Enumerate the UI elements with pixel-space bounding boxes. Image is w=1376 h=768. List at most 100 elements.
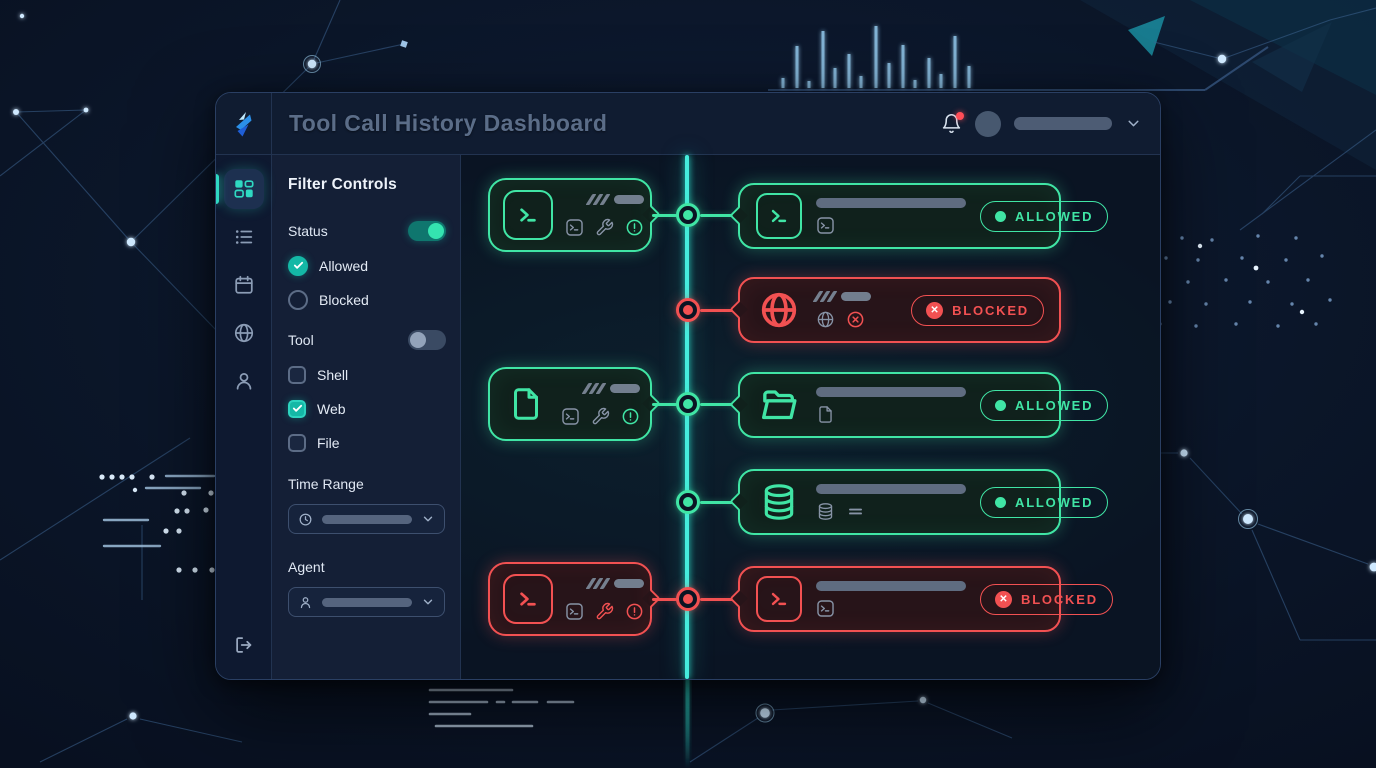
timeline-connector — [700, 309, 738, 312]
timeline-node[interactable] — [676, 587, 700, 611]
timeline-connector — [700, 501, 738, 504]
allowed-dot-icon — [995, 399, 1006, 411]
terminal-icon — [565, 602, 584, 621]
sidebar-item-schedule[interactable] — [224, 265, 264, 305]
x-circle-icon — [846, 310, 865, 329]
card-pointer — [729, 588, 748, 608]
skeleton-bar — [841, 292, 871, 301]
checkbox-shell-label: Shell — [317, 366, 349, 383]
tool-result-card-file[interactable]: ALLOWED — [729, 372, 1109, 438]
dashboard-window: Tool Call History Dashboard — [215, 92, 1161, 680]
time-range-label: Time Range — [288, 476, 364, 492]
database-icon — [756, 482, 802, 522]
card-pointer — [729, 299, 748, 319]
status-badge-label: BLOCKED — [952, 302, 1029, 318]
page-title: Tool Call History Dashboard — [289, 110, 608, 136]
time-range-select[interactable] — [288, 504, 445, 534]
allowed-dot-icon — [995, 210, 1006, 222]
status-badge: ✕ BLOCKED — [980, 583, 1113, 615]
radio-allowed[interactable]: Allowed — [288, 254, 446, 277]
status-badge-label: ALLOWED — [1015, 494, 1094, 510]
agent-select[interactable] — [288, 587, 445, 617]
checkbox-shell-control — [288, 365, 306, 384]
logout-icon[interactable] — [224, 625, 264, 665]
alert-circle-icon — [625, 218, 644, 237]
radio-allowed-label: Allowed — [319, 257, 369, 274]
checkbox-file[interactable]: File — [288, 431, 446, 454]
tool-call-card-shell[interactable] — [488, 178, 661, 252]
user-icon — [298, 595, 313, 610]
timeline-node[interactable] — [676, 298, 700, 322]
globe-icon — [756, 290, 802, 330]
tool-call-card-shell[interactable] — [488, 562, 661, 636]
globe-icon — [816, 310, 835, 329]
terminal-icon — [565, 218, 584, 237]
terminal-icon — [503, 190, 553, 240]
bell-icon[interactable] — [941, 112, 964, 134]
chevron-down-icon[interactable] — [1125, 115, 1142, 132]
skeleton-slashes — [581, 383, 607, 394]
agent-value-placeholder — [322, 597, 412, 607]
timeline-connector — [700, 403, 738, 406]
database-icon — [816, 502, 835, 521]
blocked-x-icon: ✕ — [995, 590, 1012, 608]
status-badge-label: ALLOWED — [1015, 397, 1094, 413]
status-badge: ✕ BLOCKED — [911, 294, 1044, 326]
terminal-icon — [816, 599, 835, 618]
window-header: Tool Call History Dashboard — [216, 93, 1160, 155]
card-pointer — [729, 205, 748, 225]
skeleton-slashes — [585, 578, 611, 589]
filter-panel-title: Filter Controls — [288, 176, 397, 193]
timeline-connector — [652, 403, 677, 406]
alert-circle-icon — [625, 602, 644, 621]
avatar[interactable] — [975, 110, 1001, 137]
skeleton-bar — [816, 386, 966, 397]
radio-allowed-control — [288, 255, 308, 276]
checkbox-shell[interactable]: Shell — [288, 363, 446, 386]
file-icon — [503, 386, 549, 422]
timeline-node[interactable] — [676, 490, 700, 514]
status-section-label: Status — [288, 223, 328, 239]
folder-icon — [756, 385, 802, 425]
wrench-icon — [595, 218, 614, 237]
skeleton-slashes — [585, 194, 611, 205]
skeleton-bar — [614, 579, 644, 588]
tool-result-card-web[interactable]: ✕ BLOCKED — [729, 277, 1061, 343]
wrench-icon — [591, 407, 610, 426]
sidebar-item-history[interactable] — [224, 217, 264, 257]
globe-icon — [234, 323, 253, 343]
sidebar-item-agents[interactable] — [224, 361, 264, 401]
terminal-icon — [503, 574, 553, 624]
equals-icon — [846, 502, 865, 521]
terminal-icon — [756, 576, 802, 622]
timeline-node[interactable] — [676, 203, 700, 227]
status-toggle[interactable] — [408, 221, 446, 241]
timeline-axis — [685, 155, 689, 679]
user-icon — [236, 372, 251, 390]
checkbox-web[interactable]: Web — [288, 397, 446, 420]
tool-result-card-database[interactable]: ALLOWED — [729, 469, 1109, 535]
tool-result-card-shell[interactable]: ALLOWED — [729, 183, 1109, 249]
active-indicator — [216, 174, 219, 204]
skeleton-slashes — [812, 291, 838, 302]
checkbox-web-control — [288, 399, 306, 418]
timeline-node[interactable] — [676, 392, 700, 416]
skeleton-bar — [816, 483, 966, 494]
blocked-x-icon: ✕ — [926, 301, 944, 319]
skeleton-bar — [614, 195, 644, 204]
sidebar-item-dashboard[interactable] — [216, 169, 264, 209]
radio-blocked[interactable]: Blocked — [288, 288, 446, 311]
tool-toggle[interactable] — [408, 330, 446, 350]
notification-dot — [956, 112, 964, 120]
status-badge: ALLOWED — [980, 389, 1109, 421]
tool-call-card-file[interactable] — [488, 367, 661, 441]
timeline-area: ALLOWED ✕ B — [461, 155, 1160, 679]
skeleton-bar — [816, 197, 966, 208]
sidebar-item-web[interactable] — [224, 313, 264, 353]
card-pointer — [729, 394, 748, 414]
skeleton-bar — [610, 384, 640, 393]
status-badge: ALLOWED — [980, 486, 1109, 518]
tool-result-card-shell[interactable]: ✕ BLOCKED — [729, 566, 1113, 632]
time-range-value-placeholder — [322, 514, 412, 524]
